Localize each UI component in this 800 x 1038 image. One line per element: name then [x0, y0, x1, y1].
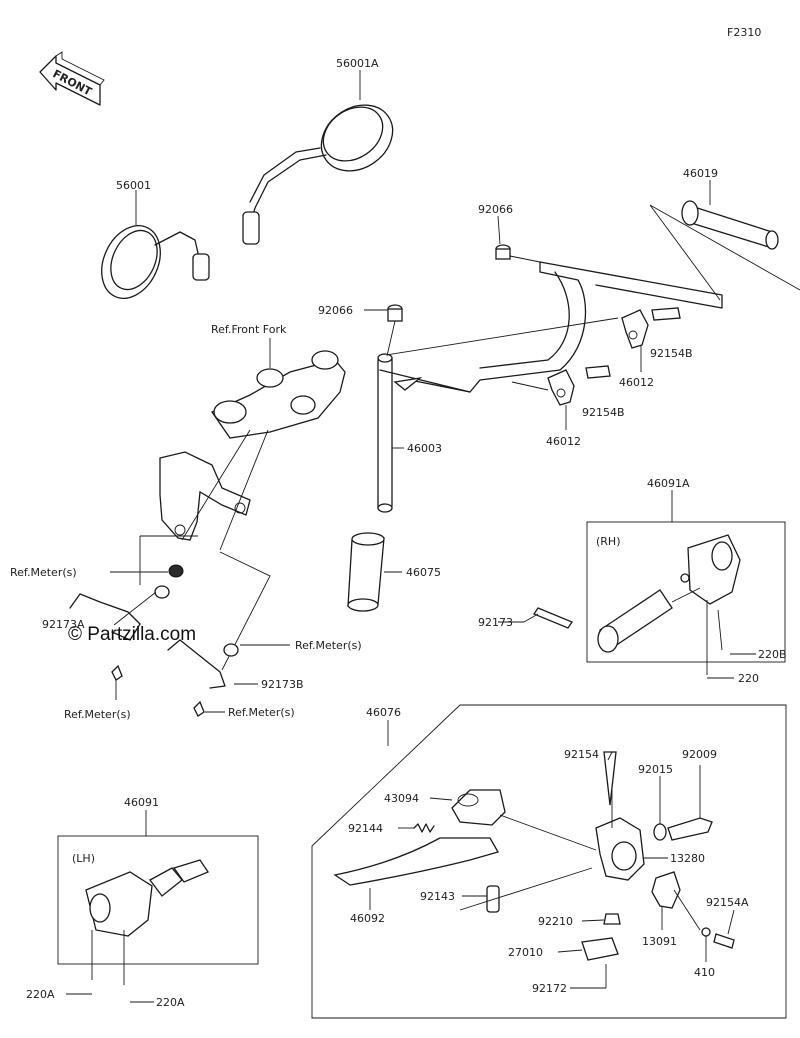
- label-ref-meter-2: Ref.Meter(s): [295, 639, 362, 652]
- meter-bracket: [139, 429, 271, 671]
- label-46012-upper: 46012: [619, 376, 654, 389]
- plug-92066-middle: [386, 304, 403, 357]
- label-92009: 92009: [682, 748, 717, 761]
- lever-assembly-46076: [311, 704, 787, 1019]
- label-56001: 56001: [116, 179, 151, 192]
- label-92172: 92172: [532, 982, 567, 995]
- label-46076: 46076: [366, 706, 401, 719]
- label-92154B-upper: 92154B: [650, 347, 693, 360]
- label-92066-middle: 92066: [318, 304, 353, 317]
- label-lh: (LH): [72, 852, 95, 865]
- label-92015: 92015: [638, 763, 673, 776]
- mirror-56001: [101, 225, 210, 299]
- front-fork-bracket: [211, 338, 346, 439]
- label-46092: 46092: [350, 912, 385, 925]
- label-43094: 43094: [384, 792, 419, 805]
- label-92173B: 92173B: [261, 678, 304, 691]
- label-46075: 46075: [406, 566, 441, 579]
- front-arrow-icon: FRONT: [39, 51, 105, 106]
- grip-46019: [649, 200, 800, 301]
- switch-46091: [57, 810, 259, 985]
- label-92173: 92173: [478, 616, 513, 629]
- label-13280: 13280: [670, 852, 705, 865]
- watermark: © Partzilla.com: [68, 624, 196, 645]
- meter-mount-parts: [69, 564, 290, 717]
- label-220: 220: [738, 672, 759, 685]
- label-92173A: 92173A: [42, 618, 85, 631]
- label-56001A: 56001A: [336, 57, 379, 70]
- label-92154A: 92154A: [706, 896, 749, 909]
- label-92154B-lower: 92154B: [582, 406, 625, 419]
- label-46019: 46019: [683, 167, 718, 180]
- label-ref-meter-3: Ref.Meter(s): [64, 708, 131, 721]
- label-ref-meter-4: Ref.Meter(s): [228, 706, 295, 719]
- label-92066-top: 92066: [478, 203, 513, 216]
- label-220A-left: 220A: [26, 988, 55, 1001]
- clamp-46012-lower: [547, 365, 611, 430]
- label-410: 410: [694, 966, 715, 979]
- label-rh: (RH): [596, 535, 621, 548]
- label-92144: 92144: [348, 822, 383, 835]
- switch-46091A: [586, 490, 786, 675]
- mirror-56001A: [242, 104, 394, 245]
- label-220A-right: 220A: [156, 996, 185, 1009]
- label-27010: 27010: [508, 946, 543, 959]
- label-92210: 92210: [538, 915, 573, 928]
- handlebar-46003: [377, 261, 723, 513]
- grip-46075: [347, 532, 385, 612]
- label-ref-front-fork: Ref.Front Fork: [211, 323, 287, 336]
- label-46091: 46091: [124, 796, 159, 809]
- figure-code: F2310: [727, 26, 761, 39]
- label-46091A: 46091A: [647, 477, 690, 490]
- label-92154: 92154: [564, 748, 599, 761]
- label-13091: 13091: [642, 935, 677, 948]
- label-92143: 92143: [420, 890, 455, 903]
- cable-tie-92173: [523, 607, 573, 629]
- part-labels: 56001A 56001 46019 92066 92066 Ref.Front…: [10, 57, 787, 1009]
- leader-lines: [66, 70, 756, 1003]
- plug-92066-top: [495, 244, 541, 263]
- clamp-46012-upper: [621, 307, 681, 372]
- label-46012-lower: 46012: [546, 435, 581, 448]
- label-220B: 220B: [758, 648, 787, 661]
- label-ref-meter-1: Ref.Meter(s): [10, 566, 77, 579]
- label-46003: 46003: [407, 442, 442, 455]
